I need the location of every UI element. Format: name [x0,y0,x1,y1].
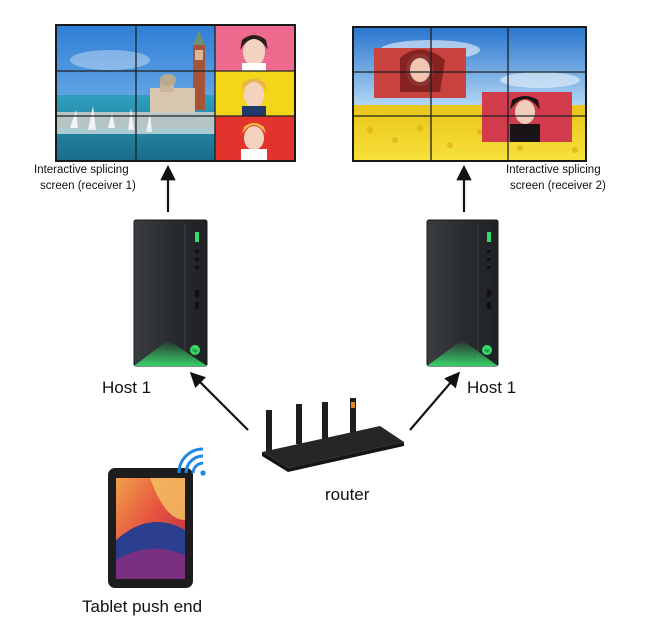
host-1-left: hp [133,219,208,367]
screen-receiver-2-label-line2: screen (receiver 2) [510,180,606,192]
arrow-router-to-host1-left [189,371,249,431]
router-label: router [325,485,370,504]
arrow-router-to-host1-right [409,371,461,431]
svg-text:hp: hp [484,348,490,353]
screen-receiver-2-label-line1: Interactive splicing [506,164,601,176]
pc-tower-icon: hp [426,219,499,367]
svg-text:hp: hp [192,348,198,353]
wifi-icon [177,447,206,476]
tablet-push-end-label: Tablet push end [82,597,203,616]
screen-receiver-1 [55,24,296,162]
screen-receiver-1-label-line1: Interactive splicing [34,164,129,176]
router [262,398,404,472]
router-icon [262,398,404,472]
tablet-push-end [108,468,193,588]
screen-receiver-1-label-line2: screen (receiver 1) [40,180,136,192]
host-1-right: hp [426,219,499,367]
screen-receiver-2 [352,26,587,162]
screen-receiver-1-label: Interactive splicing screen (receiver 1) [34,162,136,194]
tablet-icon [108,468,193,588]
screen-receiver-2-label: Interactive splicing screen (receiver 2) [506,162,606,194]
host-1-right-label: Host 1 [467,378,517,397]
pc-tower-icon: hp [133,219,208,367]
host-1-left-label: Host 1 [102,378,152,397]
